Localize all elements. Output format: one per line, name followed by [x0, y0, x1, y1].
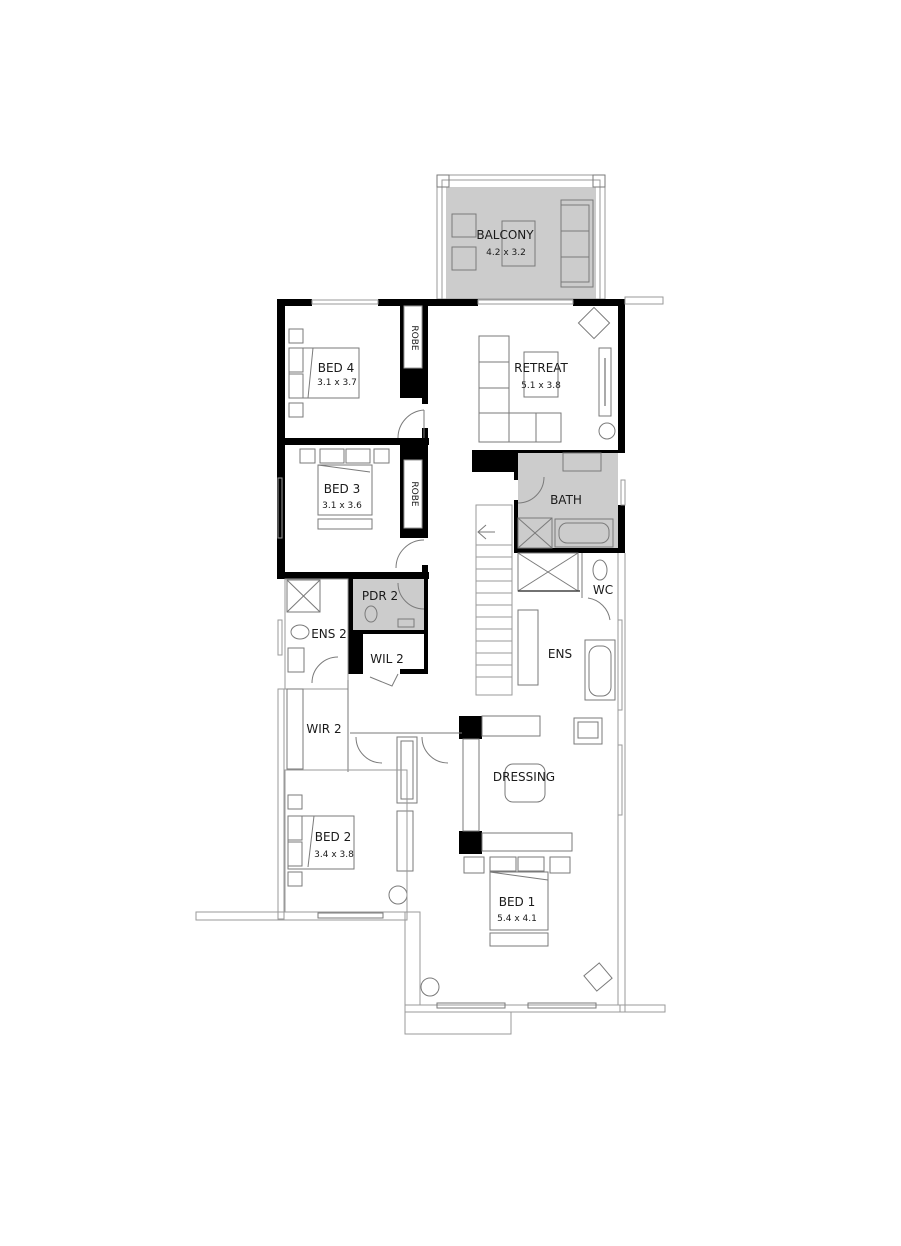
- bed4-room: [288, 299, 425, 439]
- room-label-ens: ENS: [548, 647, 572, 661]
- room-label-bed3: BED 3: [324, 482, 361, 496]
- room-size-bed3: 3.1 x 3.6: [322, 501, 362, 511]
- room-size-balcony: 4.2 x 3.2: [486, 248, 526, 258]
- room-size-bed2: 3.4 x 3.8: [314, 850, 354, 860]
- retreat-room: [477, 299, 616, 443]
- bed3-room: [277, 448, 425, 569]
- room-label-retreat: RETREAT: [514, 361, 568, 375]
- room-label-pdr2: PDR 2: [362, 589, 398, 603]
- walls: [277, 299, 625, 854]
- balcony-area: [436, 174, 606, 300]
- room-size-bed4: 3.1 x 3.7: [317, 378, 357, 388]
- bed2-room: [195, 680, 462, 921]
- room-label-wir2: WIR 2: [306, 722, 341, 736]
- room-size-retreat: 5.1 x 3.8: [521, 381, 561, 391]
- room-label-bath: BATH: [550, 493, 582, 507]
- room-label-bed1: BED 1: [499, 895, 536, 909]
- stairs: [475, 504, 513, 696]
- bath-room: [517, 452, 626, 549]
- room-size-bed1: 5.4 x 4.1: [497, 914, 537, 924]
- room-label-wc: WC: [593, 583, 613, 597]
- room-label-wil2: WIL 2: [370, 652, 404, 666]
- room-label-robe-bed3: ROBE: [409, 481, 419, 507]
- bed1-room: [404, 296, 666, 1035]
- room-label-dressing: DRESSING: [493, 770, 555, 784]
- room-label-bed4: BED 4: [318, 361, 355, 375]
- room-label-balcony: BALCONY: [476, 228, 534, 242]
- room-label-ens2: ENS 2: [311, 627, 347, 641]
- ens2-room: [277, 578, 349, 690]
- room-label-bed2: BED 2: [315, 830, 352, 844]
- pdr2-room: [353, 579, 425, 687]
- ensuite-room: [517, 552, 623, 745]
- dressing-room: [462, 715, 623, 852]
- room-label-robe-bed4: ROBE: [409, 325, 419, 351]
